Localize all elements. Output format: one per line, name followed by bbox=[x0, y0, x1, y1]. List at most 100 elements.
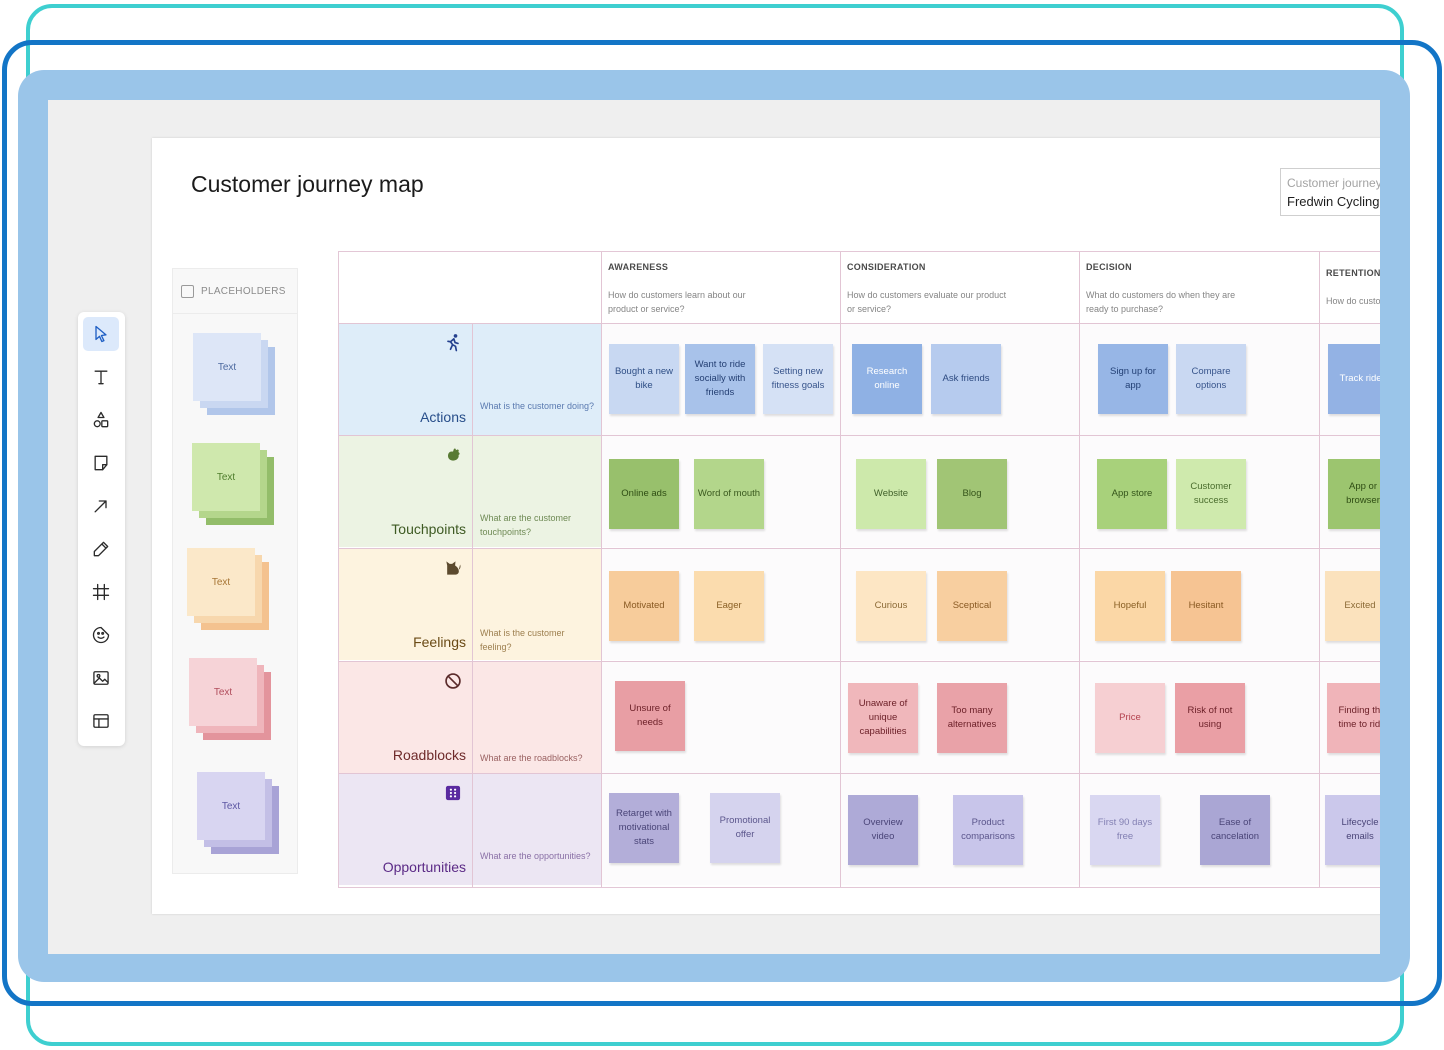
row-icon-wrap bbox=[443, 558, 463, 578]
app-canvas[interactable]: Customer journey map Customer journey Fr… bbox=[48, 100, 1380, 954]
grid-divider bbox=[1079, 252, 1080, 887]
sticky-note[interactable]: Unsure of needs bbox=[615, 681, 685, 751]
pointer-icon bbox=[95, 325, 107, 343]
arrow-icon bbox=[94, 500, 107, 513]
grid-dots-icon bbox=[445, 785, 461, 801]
tool-sticker-button[interactable] bbox=[83, 618, 119, 652]
row-header-actions bbox=[339, 323, 601, 435]
sticky-note[interactable]: Bought a new bike bbox=[609, 344, 679, 414]
placeholder-note-stack[interactable]: Text bbox=[197, 772, 285, 864]
row-question: What are the opportunities? bbox=[480, 851, 591, 861]
tool-pointer-button[interactable] bbox=[83, 317, 119, 351]
placeholder-note-stack[interactable]: Text bbox=[192, 443, 280, 535]
sticky-note[interactable]: Ease of cancelation bbox=[1200, 795, 1270, 865]
tool-arrow-button[interactable] bbox=[83, 489, 119, 523]
sticky-note[interactable]: Lifecycle emails bbox=[1325, 795, 1380, 865]
placeholder-note: Text bbox=[192, 443, 260, 511]
sticky-note[interactable]: Research online bbox=[852, 344, 922, 414]
placeholder-note: Text bbox=[193, 333, 261, 401]
pen-icon bbox=[93, 541, 109, 557]
tool-frame-button[interactable] bbox=[83, 575, 119, 609]
row-question: What is the customer doing? bbox=[480, 401, 595, 411]
row-label: Roadblocks bbox=[392, 747, 466, 763]
grid-divider bbox=[601, 252, 602, 887]
tool-text-button[interactable] bbox=[83, 360, 119, 394]
sticky-note[interactable]: Setting new fitness goals bbox=[763, 344, 833, 414]
stage-question: How do customers bbox=[1326, 296, 1380, 306]
row-label: Feelings bbox=[413, 634, 466, 650]
sticky-note[interactable]: Word of mouth bbox=[694, 459, 764, 529]
sticky-note[interactable]: Customer success bbox=[1176, 459, 1246, 529]
running-person-icon bbox=[447, 334, 459, 352]
tool-image-button[interactable] bbox=[83, 661, 119, 695]
sticky-note[interactable]: Website bbox=[856, 459, 926, 529]
prohibited-icon bbox=[445, 673, 461, 689]
tool-sticky-note-button[interactable] bbox=[83, 446, 119, 480]
journey-field-value: Fredwin Cycling: bbox=[1287, 194, 1380, 209]
stage-title-consideration: CONSIDERATION bbox=[847, 262, 926, 272]
stage-question: What do customers do when they are ready… bbox=[1086, 290, 1236, 314]
sticky-note[interactable]: Hopeful bbox=[1095, 571, 1165, 641]
grid-divider bbox=[339, 661, 1380, 662]
sticky-note[interactable]: First 90 days free bbox=[1090, 795, 1160, 865]
sticky-note[interactable]: Hesitant bbox=[1171, 571, 1241, 641]
placeholder-note-stack[interactable]: Text bbox=[187, 548, 275, 640]
journey-name-field[interactable]: Customer journey Fredwin Cycling: bbox=[1280, 168, 1380, 216]
journey-board[interactable]: Customer journey map Customer journey Fr… bbox=[152, 138, 1380, 914]
tool-shapes-button[interactable] bbox=[83, 403, 119, 437]
frame-icon bbox=[92, 583, 110, 601]
sticky-note[interactable]: Compare options bbox=[1176, 344, 1246, 414]
sticky-note[interactable]: App or browser bbox=[1328, 459, 1380, 529]
text-icon bbox=[94, 370, 108, 385]
placeholder-note: Text bbox=[187, 548, 255, 616]
sticky-note[interactable]: Want to ride socially with friends bbox=[685, 344, 755, 414]
sticky-note[interactable]: Eager bbox=[694, 571, 764, 641]
row-label: Opportunities bbox=[382, 859, 466, 875]
sticky-note[interactable]: App store bbox=[1097, 459, 1167, 529]
sticky-note[interactable]: Blog bbox=[937, 459, 1007, 529]
grid-divider bbox=[339, 548, 1380, 549]
sticky-note[interactable]: Online ads bbox=[609, 459, 679, 529]
sticky-note[interactable]: Excited bbox=[1325, 571, 1380, 641]
sticky-note[interactable]: Overview video bbox=[848, 795, 918, 865]
sticky-note[interactable]: Product comparisons bbox=[953, 795, 1023, 865]
sticky-note[interactable]: Promotional offer bbox=[710, 793, 780, 863]
placeholder-note: Text bbox=[189, 658, 257, 726]
placeholder-note: Text bbox=[197, 772, 265, 840]
template-icon bbox=[93, 714, 109, 728]
sticky-note[interactable]: Sceptical bbox=[937, 571, 1007, 641]
stage-title-retention: RETENTION bbox=[1326, 268, 1380, 278]
sticky-note[interactable]: Finding the time to ride bbox=[1327, 683, 1380, 753]
sticky-note[interactable]: Price bbox=[1095, 683, 1165, 753]
row-icon-wrap bbox=[443, 783, 463, 803]
page-title: Customer journey map bbox=[191, 171, 424, 197]
cat-icon bbox=[446, 561, 461, 575]
stage-title-decision: DECISION bbox=[1086, 262, 1132, 272]
placeholders-title: PLACEHOLDERS bbox=[201, 286, 286, 297]
placeholder-note-stack[interactable]: Text bbox=[189, 658, 277, 750]
placeholder-note-stack[interactable]: Text bbox=[193, 333, 281, 425]
grid-divider bbox=[472, 323, 473, 887]
sticker-icon bbox=[92, 626, 110, 644]
sticky-note[interactable]: Too many alternatives bbox=[937, 683, 1007, 753]
hand-icon bbox=[448, 448, 460, 461]
row-label: Actions bbox=[420, 409, 466, 425]
sticky-note[interactable]: Motivated bbox=[609, 571, 679, 641]
sticky-note[interactable]: Risk of not using bbox=[1175, 683, 1245, 753]
stage-question: How do customers learn about our product… bbox=[608, 290, 746, 314]
grid-divider bbox=[339, 435, 1380, 436]
sticky-note-icon bbox=[181, 285, 194, 298]
tool-pen-button[interactable] bbox=[83, 532, 119, 566]
row-header-feelings bbox=[339, 548, 601, 660]
sticky-note[interactable]: Unaware of unique capabilities bbox=[848, 683, 918, 753]
row-header-touchpoints bbox=[339, 435, 601, 547]
sticky-note[interactable]: Retarget with motivational stats bbox=[609, 793, 679, 863]
row-icon-wrap bbox=[443, 445, 463, 465]
sticky-note[interactable]: Curious bbox=[856, 571, 926, 641]
sticky-note[interactable]: Sign up for app bbox=[1098, 344, 1168, 414]
tool-template-button[interactable] bbox=[83, 704, 119, 738]
sticky-note[interactable]: Ask friends bbox=[931, 344, 1001, 414]
row-question: What is the customer feeling? bbox=[480, 628, 565, 652]
decorative-frame-blue bbox=[2, 40, 1442, 1006]
